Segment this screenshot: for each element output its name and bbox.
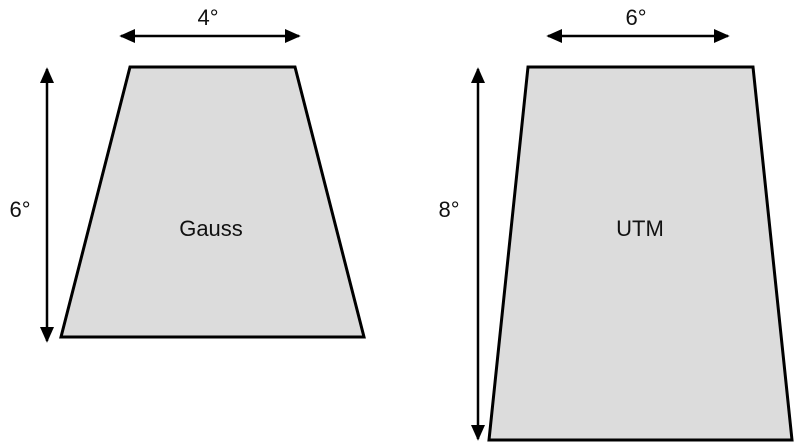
utm-zone: 6° 8° UTM — [438, 5, 794, 442]
utm-width-label: 6° — [625, 5, 646, 30]
utm-height-label: 8° — [438, 197, 459, 222]
gauss-width-label: 4° — [197, 5, 218, 30]
gauss-height-label: 6° — [9, 197, 30, 222]
gauss-zone-name: Gauss — [179, 216, 243, 241]
gauss-trapezoid — [59, 65, 366, 339]
utm-trapezoid — [487, 65, 794, 442]
gauss-zone: 4° 6° Gauss — [9, 5, 366, 343]
utm-zone-name: UTM — [616, 216, 664, 241]
